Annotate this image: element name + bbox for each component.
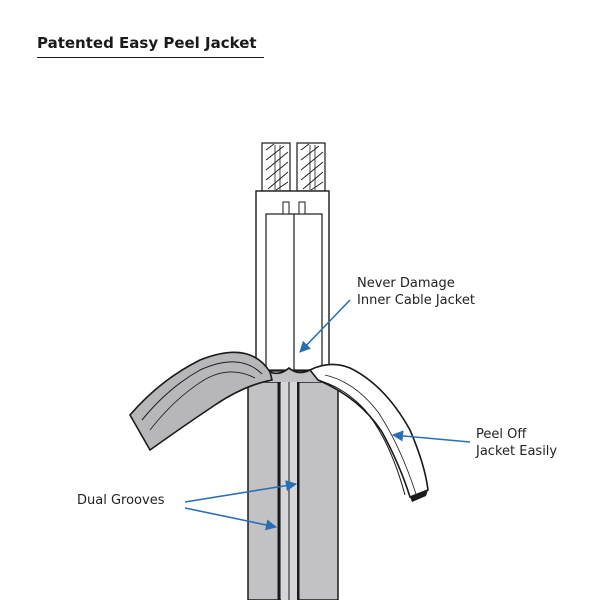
inner-cable-jacket [255,190,330,372]
page-title: Patented Easy Peel Jacket [37,34,257,52]
left-peeled-flap [129,351,273,452]
dual-grooves-callout: Dual Grooves [77,493,165,508]
never-damage-line1: Never Damage [357,276,455,291]
dual-grooves-arrow-upper [184,480,298,503]
peel-off-callout: Peel Off Jacket Easily [476,426,557,460]
peel-off-line1: Peel Off [476,427,527,442]
peel-off-arrow [391,430,471,443]
never-damage-callout: Never Damage Inner Cable Jacket [357,275,475,309]
dual-grooves-arrow-lower [184,507,278,531]
conductor-strands [261,142,326,192]
never-damage-arrow [299,299,351,353]
never-damage-line2: Inner Cable Jacket [357,293,475,308]
right-peeled-flap [308,363,429,502]
title-underline [37,57,264,58]
callout-arrows [184,299,471,531]
peel-off-line2: Jacket Easily [476,444,558,459]
